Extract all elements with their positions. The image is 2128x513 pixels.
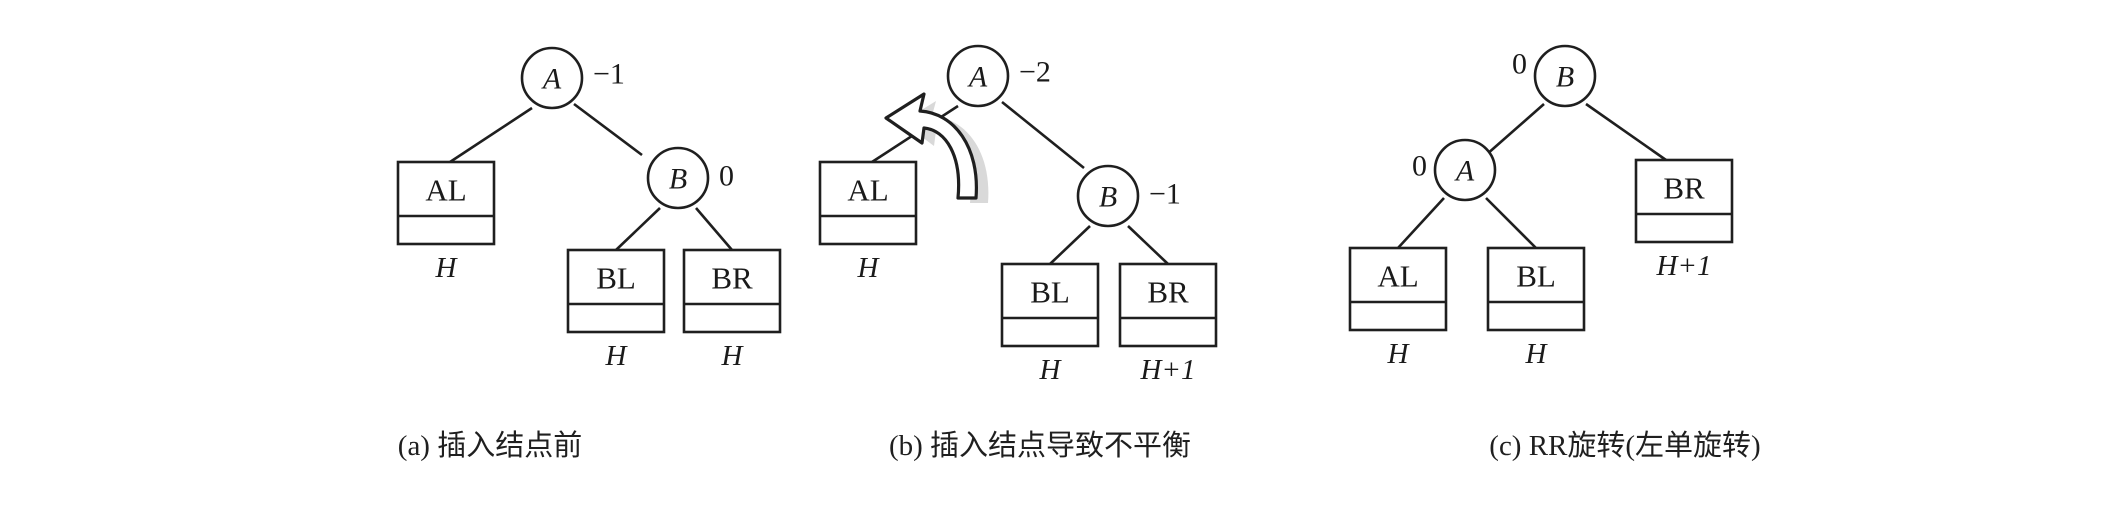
subtree-box-bl: BL	[1486, 246, 1586, 332]
left-rotation-curved-arrow	[884, 92, 989, 203]
panel-b-caption: (b) 插入结点导致不平衡	[888, 430, 1192, 462]
node-a-label: A	[967, 61, 988, 94]
subtree-box-br: BR	[682, 248, 782, 334]
subtree-box-al-label: AL	[425, 173, 466, 208]
edge-b-to-br	[1127, 225, 1169, 265]
subtree-box-bl-label: BL	[596, 261, 636, 296]
subtree-height-br: H	[721, 340, 745, 372]
subtree-box-al: AL	[1348, 246, 1448, 332]
edge-b-to-br	[1585, 102, 1667, 162]
node-b-balance-factor: 0	[1512, 48, 1527, 81]
subtree-height-al: H	[1387, 338, 1411, 370]
subtree-height-bl: H	[1039, 354, 1063, 386]
node-b: B	[646, 146, 710, 210]
node-a-circle	[1433, 138, 1497, 202]
subtree-box-al-label: AL	[1377, 259, 1418, 294]
subtree-box-bl-label: BL	[1030, 275, 1070, 310]
subtree-box-br-label: BR	[1147, 275, 1189, 310]
subtree-box-bl-rect	[566, 248, 666, 334]
edge-a-to-b	[1001, 100, 1085, 170]
panel-a-tree: A −1 B 0 AL H BL H	[396, 46, 782, 372]
node-b-balance-factor: −1	[1149, 178, 1181, 211]
subtree-height-bl: H	[605, 340, 629, 372]
node-b-label: B	[1099, 181, 1117, 214]
node-a-circle	[520, 46, 584, 110]
node-b-balance-factor: 0	[719, 160, 734, 193]
subtree-box-al-rect	[818, 160, 918, 246]
subtree-height-br: H+1	[1139, 354, 1195, 386]
subtree-box-br-label: BR	[711, 261, 753, 296]
node-a: A	[946, 44, 1010, 108]
edge-b-to-br	[695, 207, 733, 251]
subtree-box-al: AL	[396, 160, 496, 246]
subtree-box-al: AL	[818, 160, 918, 246]
node-b: B	[1533, 44, 1597, 108]
node-b-label: B	[669, 163, 687, 196]
subtree-box-br-label: BR	[1663, 171, 1705, 206]
subtree-height-br: H+1	[1655, 250, 1711, 282]
node-a-label: A	[1454, 155, 1475, 188]
node-b-label: B	[1556, 61, 1574, 94]
subtree-box-bl: BL	[566, 248, 666, 334]
subtree-box-al-rect	[396, 160, 496, 246]
edge-b-to-bl	[615, 207, 661, 251]
edge-a-to-bl	[1485, 197, 1537, 249]
subtree-box-bl-label: BL	[1516, 259, 1556, 294]
edge-a-to-al	[449, 106, 533, 164]
subtree-box-br: BR	[1118, 262, 1218, 348]
subtree-height-al: H	[857, 252, 881, 284]
node-a-label: A	[541, 63, 562, 96]
subtree-box-bl-rect	[1000, 262, 1100, 348]
subtree-height-bl: H	[1525, 338, 1549, 370]
rotation-arrow-body	[884, 92, 978, 200]
subtree-box-bl-rect	[1486, 246, 1586, 332]
subtree-box-br-rect	[1118, 262, 1218, 348]
node-b-circle	[1076, 164, 1140, 228]
node-a: A	[1433, 138, 1497, 202]
subtree-box-bl: BL	[1000, 262, 1100, 348]
node-b: B	[1076, 164, 1140, 228]
edge-b-to-bl	[1049, 225, 1091, 265]
node-a-balance-factor: −1	[593, 58, 625, 91]
node-b-circle	[646, 146, 710, 210]
node-b-circle	[1533, 44, 1597, 108]
subtree-height-al: H	[435, 252, 459, 284]
subtree-box-br-rect	[682, 248, 782, 334]
subtree-box-al-rect	[1348, 246, 1448, 332]
subtree-box-br-rect	[1634, 158, 1734, 244]
edge-a-to-al	[1397, 197, 1445, 249]
subtree-box-al-label: AL	[847, 173, 888, 208]
panel-b-tree: A −2 B −1 AL H	[818, 44, 1218, 386]
panel-c: B 0 A 0 BR H+1 AL H	[1290, 0, 1850, 513]
panel-b: A −2 B −1 AL H	[720, 0, 1280, 513]
panel-a-caption: (a) 插入结点前	[397, 430, 583, 462]
subtree-box-br: BR	[1634, 158, 1734, 244]
panel-c-caption: (c) RR旋转(左单旋转)	[1489, 430, 1761, 462]
edge-a-to-b	[573, 102, 643, 157]
node-a-circle	[946, 44, 1010, 108]
edge-b-to-a	[1485, 103, 1545, 156]
node-a: A	[520, 46, 584, 110]
node-a-balance-factor: 0	[1412, 150, 1427, 183]
panel-c-tree: B 0 A 0 BR H+1 AL H	[1348, 44, 1734, 370]
node-a-balance-factor: −2	[1019, 56, 1051, 89]
panel-a: A −1 B 0 AL H BL H	[260, 0, 782, 513]
